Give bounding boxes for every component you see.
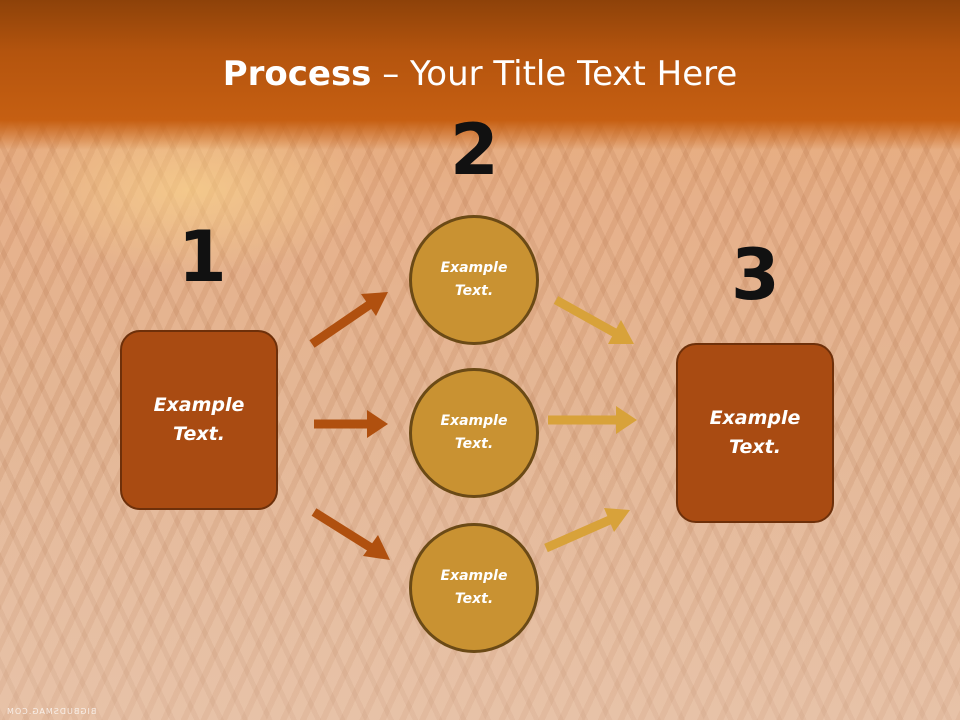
right-box-label: Example Text. bbox=[709, 407, 801, 458]
arrow-right-bottom bbox=[544, 508, 630, 553]
process-circle-middle: Example Text. bbox=[409, 368, 539, 498]
circle-middle-label: Example Text. bbox=[440, 413, 508, 452]
circle-bottom-label: Example Text. bbox=[440, 568, 508, 607]
watermark-text: BIGBUDSMAG.COM bbox=[6, 707, 97, 716]
process-circle-bottom: Example Text. bbox=[409, 523, 539, 653]
title-bold: Process bbox=[222, 54, 372, 94]
left-box-label: Example Text. bbox=[153, 394, 245, 445]
step-number-3: 3 bbox=[731, 234, 780, 316]
process-circle-top: Example Text. bbox=[409, 215, 539, 345]
arrow-left-top bbox=[309, 292, 388, 348]
circle-top-label: Example Text. bbox=[440, 260, 508, 299]
left-process-box: Example Text. bbox=[120, 330, 278, 510]
arrow-right-top bbox=[553, 296, 634, 344]
slide-title: Process – Your Title Text Here bbox=[0, 54, 960, 94]
arrow-right-middle bbox=[548, 406, 637, 434]
arrow-left-bottom bbox=[311, 508, 390, 560]
title-band bbox=[0, 0, 960, 150]
step-number-1: 1 bbox=[178, 216, 227, 298]
arrow-left-middle bbox=[314, 410, 388, 438]
title-rest: – Your Title Text Here bbox=[371, 54, 738, 94]
right-process-box: Example Text. bbox=[676, 343, 834, 523]
step-number-2: 2 bbox=[450, 109, 499, 191]
